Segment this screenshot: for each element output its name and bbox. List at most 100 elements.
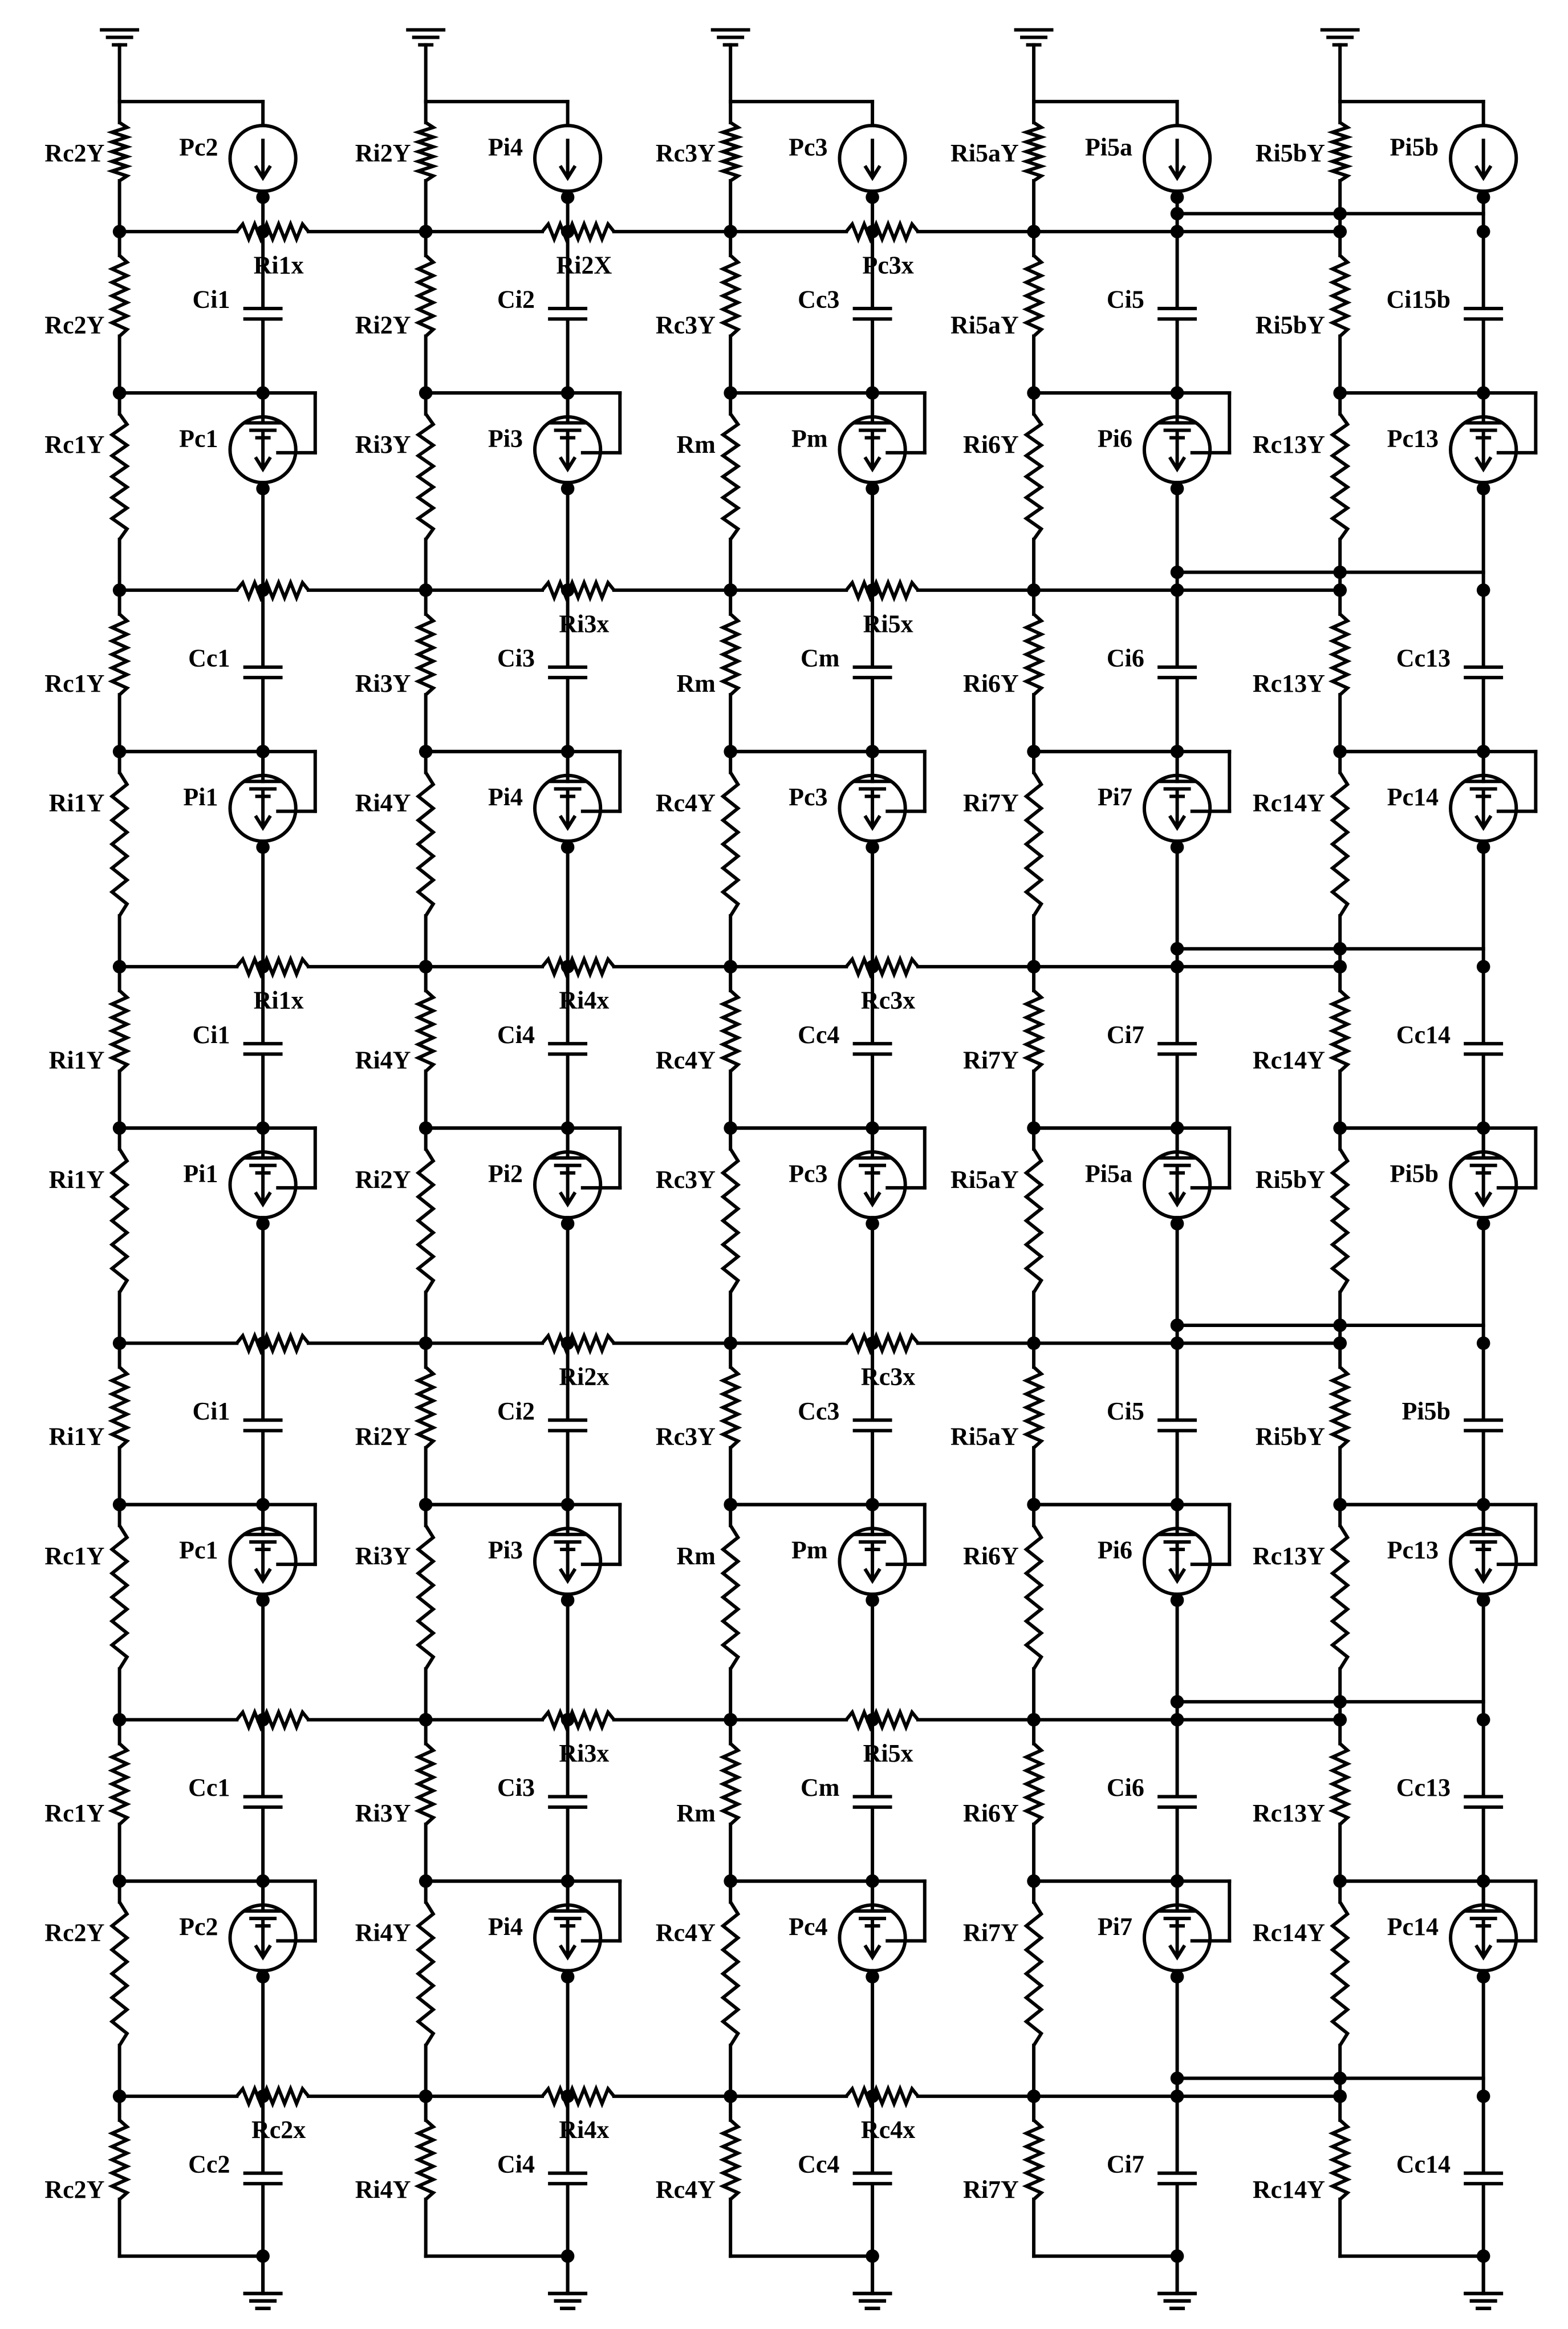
shunt-resistor-label: Ri5aY (950, 1166, 1019, 1194)
shunt-resistor-label: Rc14Y (1253, 789, 1325, 817)
arrow-head (1168, 1191, 1187, 1208)
resistor-symbol (414, 1366, 438, 1450)
shunt-resistor-label: Rc1Y (44, 431, 104, 459)
resistor-symbol (108, 2119, 132, 2201)
junction-dot (256, 1216, 270, 1231)
ground-icon (100, 28, 140, 47)
resistor-symbol (541, 1707, 616, 1732)
junction-dot (1333, 1318, 1347, 1332)
shunt-resistor-label: Rc14Y (1253, 2176, 1325, 2204)
capacitor-label: Cc3 (798, 1397, 839, 1425)
shunt-resistor-label: Ri6Y (963, 670, 1019, 697)
resistor-symbol (1328, 2119, 1352, 2201)
arrow-head (1168, 1944, 1187, 1961)
junction-dot (560, 1216, 575, 1231)
arrow-head (863, 1944, 882, 1961)
current-source-label: Pc2 (179, 1913, 218, 1941)
current-source-label: Pc2 (179, 133, 218, 161)
capacitor-label: Ci3 (497, 644, 535, 672)
junction-dot (1476, 840, 1490, 854)
capacitor-label: Cc1 (188, 644, 230, 672)
ground-icon (852, 2291, 892, 2310)
resistor-symbol (1328, 254, 1352, 338)
arrow-head (558, 1568, 577, 1584)
current-source-label: Pi4 (488, 133, 523, 161)
capacitor-label: Ci2 (497, 286, 535, 314)
junction-dot (1170, 1970, 1184, 1984)
shunt-resistor-label: Ri3Y (355, 1799, 411, 1827)
shunt-resistor-label: Rc3Y (656, 1166, 716, 1194)
capacitor-label: Ci2 (497, 1397, 535, 1425)
resistor-symbol (235, 219, 310, 244)
resistor-symbol (1022, 1742, 1046, 1826)
resistor-symbol (720, 1901, 741, 2047)
current-source-label: Pi5a (1085, 133, 1132, 161)
junction-dot (256, 1593, 270, 1607)
resistor-symbol (1022, 612, 1046, 696)
capacitor-label: Ci5 (1107, 1397, 1144, 1425)
capacitor-label: Cc13 (1396, 1774, 1451, 1801)
capacitor-label: Ci15b (1387, 286, 1451, 314)
current-source-label: Pc4 (789, 1913, 827, 1941)
shunt-resistor-label: Ri4Y (355, 2176, 411, 2204)
capacitor-label: Ci7 (1107, 1021, 1144, 1049)
junction-dot (1333, 565, 1347, 579)
junction-dot (1333, 942, 1347, 956)
resistor-symbol (1022, 989, 1046, 1073)
resistor-symbol (844, 2084, 920, 2109)
shunt-resistor-label: Rc13Y (1253, 1542, 1325, 1570)
arrow-head (558, 814, 577, 831)
arrow-head (254, 456, 272, 473)
junction-dot (560, 1593, 575, 1607)
shunt-resistor-label: Ri2Y (355, 1423, 411, 1451)
current-source-label: Pi5b (1390, 133, 1439, 161)
junction-dot (1333, 1695, 1347, 1709)
junction-dot (560, 1970, 575, 1984)
shunt-resistor-label: Ri2Y (355, 139, 411, 167)
resistor-symbol (1023, 412, 1045, 541)
shunt-resistor-label: Ri4Y (355, 789, 411, 817)
series-resistor-label: Ri1x (254, 251, 304, 279)
shunt-resistor-label: Ri5bY (1256, 139, 1325, 167)
arrow-head (558, 1944, 577, 1961)
capacitor-label: Cc4 (798, 1021, 839, 1049)
junction-dot (1333, 1713, 1347, 1727)
capacitor-label: Ci1 (192, 1021, 230, 1049)
shunt-resistor-label: Ri4Y (355, 1918, 411, 1946)
shunt-resistor-label: Ri5bY (1256, 1423, 1325, 1451)
resistor-symbol (106, 121, 133, 182)
capacitor-label: Ci6 (1107, 1774, 1144, 1801)
arrow-head (558, 165, 577, 181)
resistor-symbol (844, 578, 920, 603)
resistor-symbol (718, 1366, 742, 1450)
resistor-symbol (415, 1148, 436, 1293)
capacitor-label: Ci4 (497, 1021, 535, 1049)
shunt-resistor-label: Rc3Y (656, 139, 716, 167)
current-source-label: Pc1 (179, 1536, 218, 1564)
junction-dot (560, 840, 575, 854)
resistor-symbol (720, 1524, 741, 1670)
arrow-head (863, 456, 882, 473)
shunt-resistor-label: Ri6Y (963, 1799, 1019, 1827)
resistor-symbol (1328, 989, 1352, 1073)
junction-dot (1170, 840, 1184, 854)
resistor-symbol (1023, 1148, 1044, 1293)
current-source-label: Pc3 (789, 783, 827, 811)
shunt-resistor-label: Rc4Y (656, 789, 716, 817)
shunt-resistor-label: Ri1Y (49, 789, 105, 817)
resistor-symbol (720, 1148, 741, 1293)
shunt-resistor-label: Ri5aY (950, 311, 1019, 339)
shunt-resistor-label: Ri5bY (1256, 1166, 1325, 1194)
junction-dot (256, 481, 270, 496)
resistor-symbol (718, 2119, 742, 2201)
